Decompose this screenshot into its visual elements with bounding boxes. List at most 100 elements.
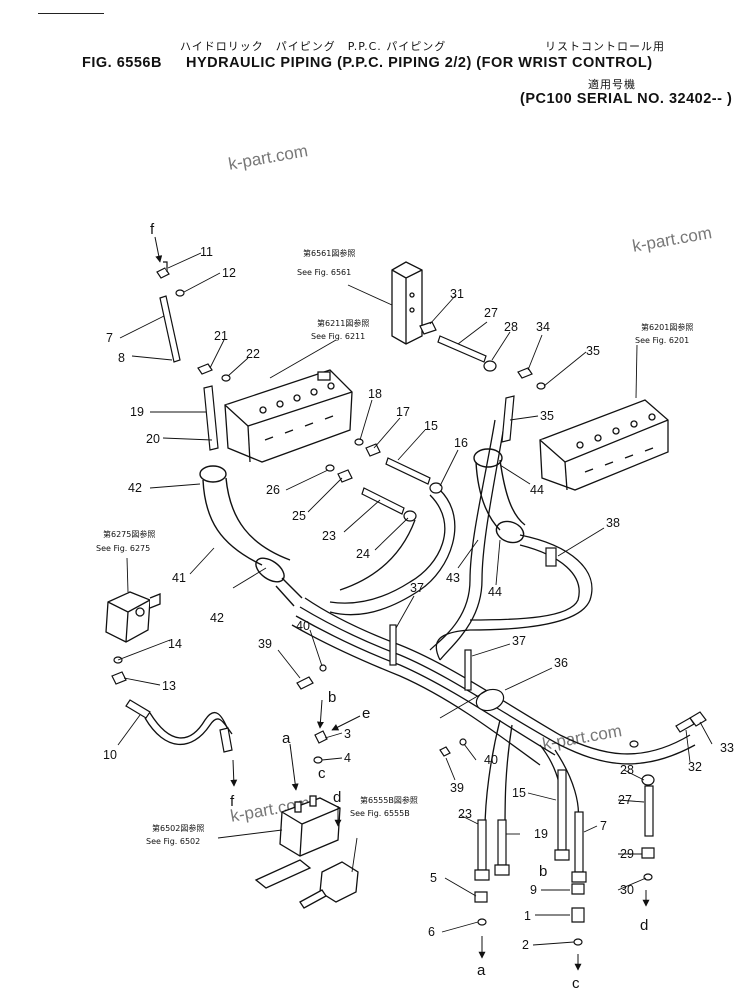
part-label: 27 [618, 793, 632, 807]
part-label: 13 [162, 679, 176, 693]
part-label: 37 [512, 634, 526, 648]
right-control-valve [539, 399, 669, 491]
port-letter: a [282, 730, 291, 747]
part-label: 32 [688, 760, 702, 774]
ref-6555b-en: See Fig. 6555B [350, 809, 410, 818]
figure-references: 第6561図参照 See Fig. 6561 第6211図参照 See Fig.… [96, 248, 693, 846]
header-japanese-title: ハイドロリック パイピング P.P.C. パイピング [180, 40, 447, 53]
part-label: 26 [266, 483, 280, 497]
part-label: 21 [214, 329, 228, 343]
part-label: 11 [200, 245, 213, 259]
part-label: 34 [536, 320, 550, 334]
ref-6211-jp: 第6211図参照 [317, 318, 369, 328]
part-label: 19 [534, 827, 548, 841]
part-label: 30 [620, 883, 634, 897]
serial-japanese-label: 適用号機 [588, 78, 636, 91]
part-label: 18 [368, 387, 382, 401]
part-label: 22 [246, 347, 260, 361]
part-label: 39 [258, 637, 272, 651]
part-label: 5 [430, 871, 437, 885]
part-label: 6 [428, 925, 435, 939]
port-letter: e [362, 705, 370, 722]
part-label: 29 [620, 847, 634, 861]
part-label: 31 [450, 287, 464, 301]
ref-6502-jp: 第6502図参照 [152, 823, 204, 833]
port-letter: c [572, 975, 580, 992]
part-label: 28 [504, 320, 518, 334]
port-letter: d [640, 917, 648, 934]
part-label: 25 [292, 509, 306, 523]
port-letter: f [230, 793, 235, 810]
ref-6502-en: See Fig. 6502 [146, 837, 200, 846]
part-label: 10 [103, 748, 117, 762]
serial-number: (PC100 SERIAL NO. 32402-- ) [520, 91, 733, 107]
part-label: 27 [484, 306, 498, 320]
part-label: 33 [720, 741, 734, 755]
part-label: 15 [424, 419, 438, 433]
figure-code: FIG. 6556B [82, 55, 162, 71]
left-control-valve [224, 369, 353, 463]
part-label: 17 [396, 405, 410, 419]
part-label: 23 [458, 807, 472, 821]
port-letter: f [150, 221, 155, 238]
part-label: 44 [530, 483, 544, 497]
valve-6555b [299, 861, 359, 909]
part-label: 1 [524, 909, 531, 923]
part-label: 19 [130, 405, 144, 419]
hose-bundle [144, 419, 696, 831]
part-label: 38 [606, 516, 620, 530]
ppc-valve-6275 [105, 591, 161, 643]
port-letter: d [333, 789, 341, 806]
part-label: 3 [344, 727, 351, 741]
part-label: 24 [356, 547, 370, 561]
ref-6201-en: See Fig. 6201 [635, 336, 689, 345]
flow-arrows [154, 236, 650, 971]
part-label: 42 [128, 481, 142, 495]
header-japanese-suffix: リストコントロール用 [545, 40, 665, 53]
part-label: 16 [454, 436, 468, 450]
ref-6555b-jp: 第6555B図参照 [360, 795, 418, 805]
part-label: 7 [600, 819, 607, 833]
part-label: 42 [210, 611, 224, 625]
part-label: 4 [344, 751, 351, 765]
part-label: 40 [484, 753, 498, 767]
part-label: 2 [522, 938, 529, 952]
part-label: 35 [540, 409, 554, 423]
header-rule [38, 13, 104, 14]
leader-lines [117, 252, 713, 946]
port-letter: a [477, 962, 486, 979]
ref-6275-en: See Fig. 6275 [96, 544, 150, 553]
port-letter: b [539, 863, 547, 880]
port-letter: c [318, 765, 326, 782]
part-label: 44 [488, 585, 502, 599]
part-label: 20 [146, 432, 160, 446]
part-label: 43 [446, 571, 460, 585]
port-letters: f b e a c d f b a c d [150, 221, 648, 992]
part-label: 14 [168, 637, 182, 651]
ref-6211-en: See Fig. 6211 [311, 332, 365, 341]
part-label: 8 [118, 351, 125, 365]
part-label: 12 [222, 266, 236, 280]
solenoid-block-6502 [254, 795, 341, 889]
part-label: 23 [322, 529, 336, 543]
part-label: 15 [512, 786, 526, 800]
part-number-labels: 11 12 7 8 21 22 19 20 42 41 42 14 13 10 … [103, 245, 734, 952]
ref-6201-jp: 第6201図参照 [641, 322, 693, 332]
port-letter: b [328, 689, 336, 706]
ref-6561-jp: 第6561図参照 [303, 248, 355, 258]
part-label: 35 [586, 344, 600, 358]
fittings [111, 261, 707, 946]
part-label: 37 [410, 581, 424, 595]
ref-6275-jp: 第6275図参照 [103, 529, 155, 539]
part-label: 41 [172, 571, 186, 585]
part-label: 28 [620, 763, 634, 777]
figure-title: HYDRAULIC PIPING (P.P.C. PIPING 2/2) (FO… [186, 55, 653, 71]
ref-6561-en: See Fig. 6561 [297, 268, 351, 277]
part-label: 39 [450, 781, 464, 795]
conduit-41 [199, 465, 303, 607]
conduit-43 [473, 448, 526, 544]
part-label: 36 [554, 656, 568, 670]
valve-block-6561 [391, 261, 423, 345]
